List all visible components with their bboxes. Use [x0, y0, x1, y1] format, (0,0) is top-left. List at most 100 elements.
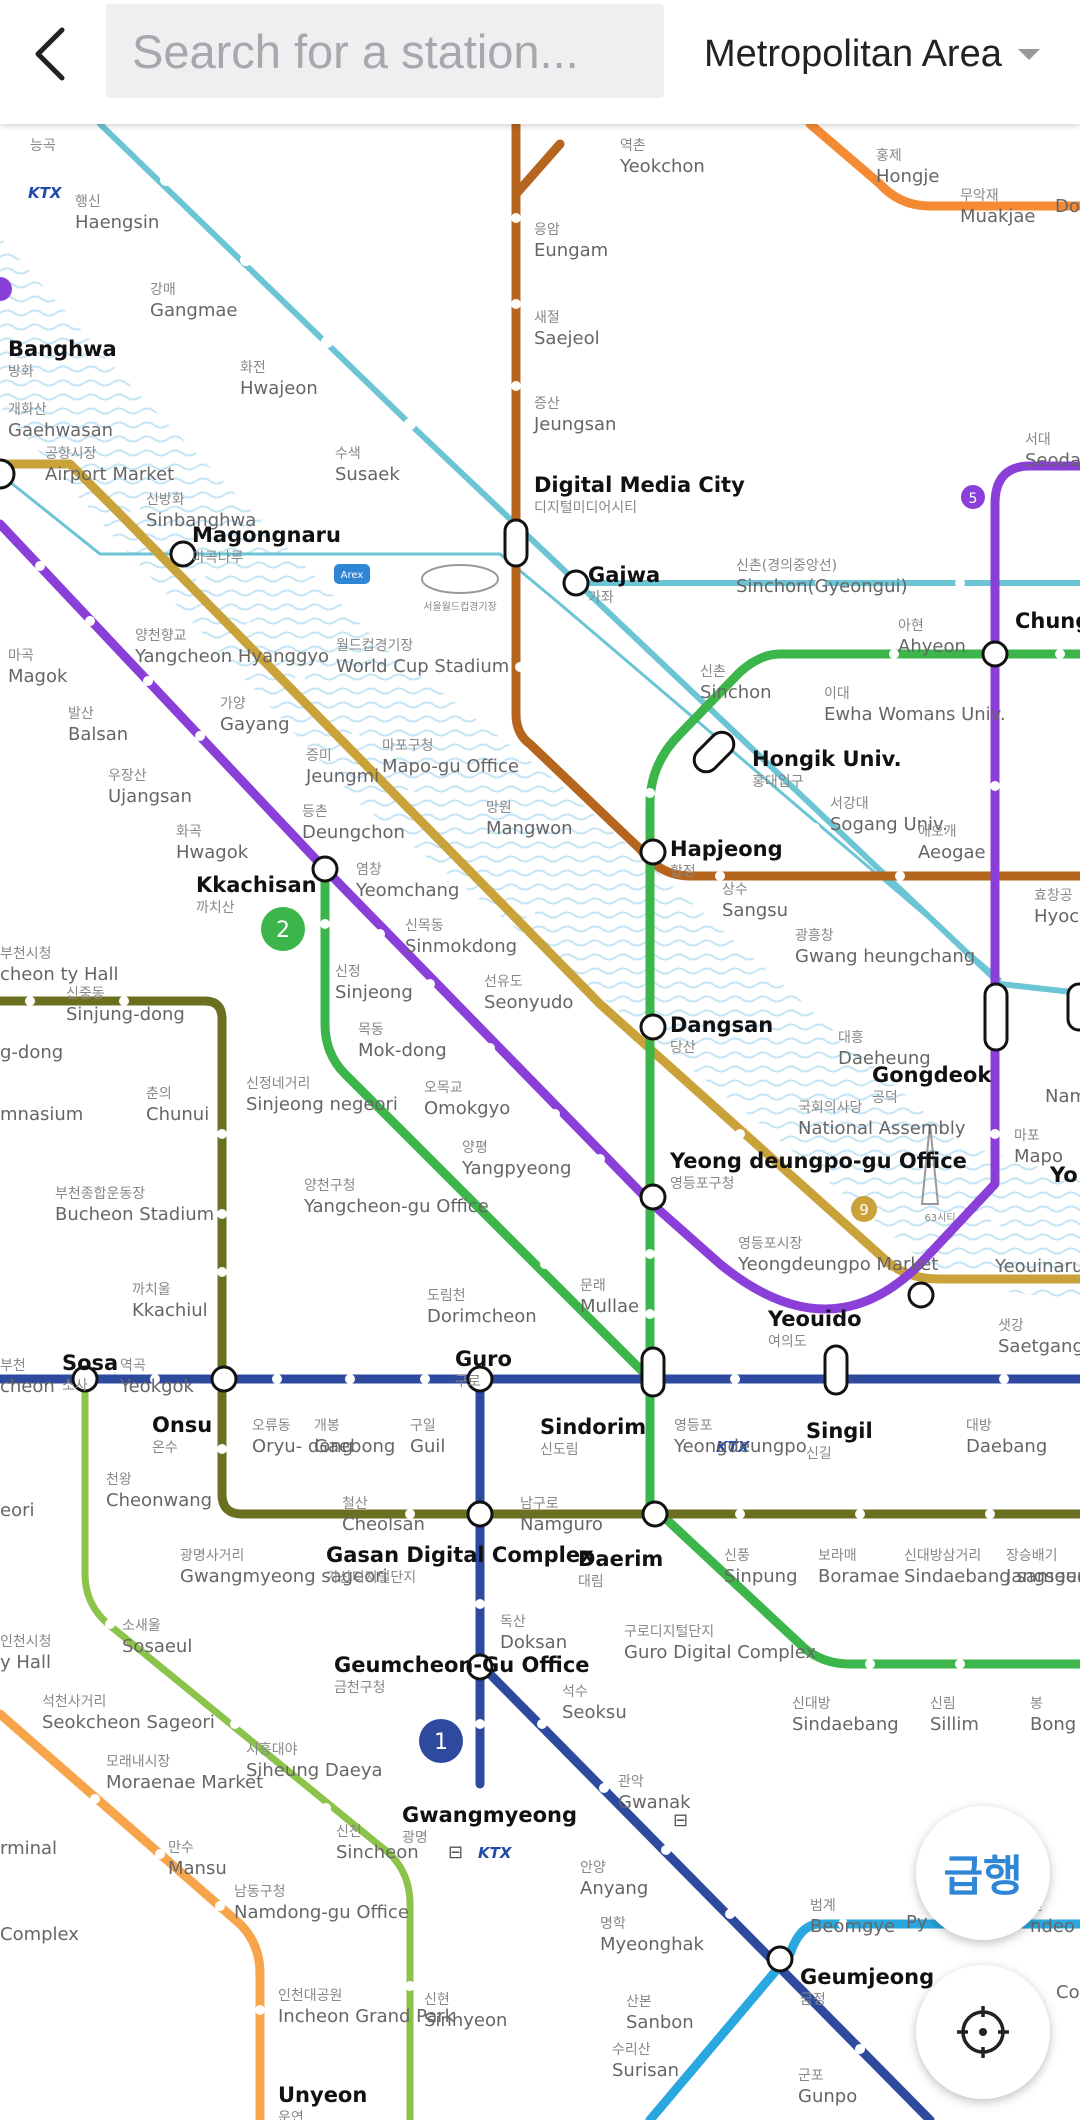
station-top[interactable]: 능곡 — [30, 138, 56, 154]
station-hyochang[interactable]: 효창공Hyoch Pa — [1034, 888, 1080, 927]
station-co[interactable]: Co — [1056, 1982, 1080, 2003]
station-hongik[interactable]: Hongik Univ.홍대입구 — [752, 747, 902, 790]
station-yo[interactable]: Yo — [1049, 1163, 1078, 1187]
express-toggle-button[interactable]: 급행 — [916, 1806, 1050, 1940]
station-search-input[interactable] — [106, 4, 664, 98]
station-sinchon_g[interactable]: 신촌(경의중앙선)Sinchon(Gyeongui) — [736, 558, 908, 597]
back-button[interactable] — [20, 10, 84, 94]
region-dropdown[interactable]: Metropolitan Area — [704, 24, 1040, 84]
station-do[interactable]: Do — [1055, 196, 1080, 217]
station-jangseungbaegi[interactable]: 장승배기Jangseun baegi — [1005, 1548, 1080, 1587]
subway-map[interactable]: 2 5 9 1 Arex 서울월드컵경기장 63시티 KTX KTX KTX ⊟… — [0, 124, 1080, 2120]
station-geori[interactable]: eori — [0, 1500, 35, 1521]
station-gymnasium[interactable]: mnasium — [0, 1104, 83, 1125]
station-complex[interactable]: Complex — [0, 1924, 79, 1945]
station-gdong[interactable]: g-dong — [0, 1042, 63, 1063]
